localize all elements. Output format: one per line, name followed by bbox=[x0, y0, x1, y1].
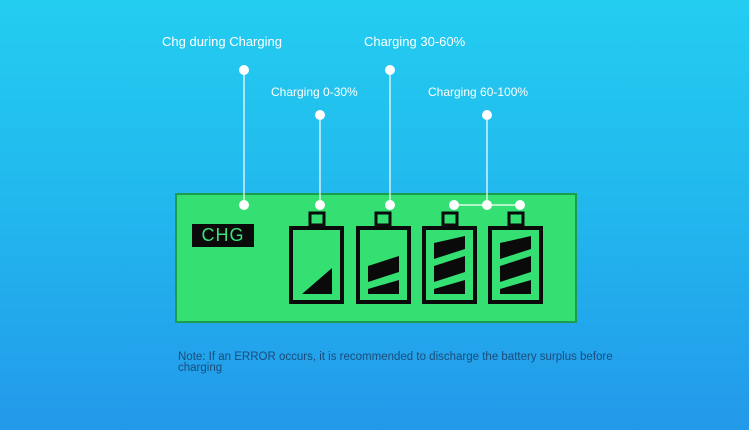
leader-dot bbox=[315, 200, 325, 210]
leader-dot bbox=[515, 200, 525, 210]
battery-icon-1 bbox=[289, 211, 344, 304]
label-charging-0-30: Charging 0-30% bbox=[271, 85, 358, 99]
leader-dot bbox=[239, 65, 249, 75]
leader-dot bbox=[385, 200, 395, 210]
battery-icon-2 bbox=[356, 211, 411, 304]
bottom-divider bbox=[0, 430, 749, 434]
label-charging-60-100: Charging 60-100% bbox=[428, 85, 529, 99]
label-chg-during-charging: Chg during Charging bbox=[162, 34, 282, 49]
leader-dot bbox=[385, 65, 395, 75]
battery-icon-3 bbox=[422, 211, 477, 304]
leader-dot bbox=[315, 110, 325, 120]
error-note: Note: If an ERROR occurs, it is recommen… bbox=[178, 351, 613, 374]
leader-dot bbox=[449, 200, 459, 210]
leader-dot bbox=[482, 110, 492, 120]
chg-indicator: CHG bbox=[192, 224, 254, 247]
leader-dot bbox=[482, 200, 492, 210]
label-charging-30-60: Charging 30-60% bbox=[364, 34, 466, 49]
battery-icon-4 bbox=[488, 211, 543, 304]
leader-dot bbox=[239, 200, 249, 210]
